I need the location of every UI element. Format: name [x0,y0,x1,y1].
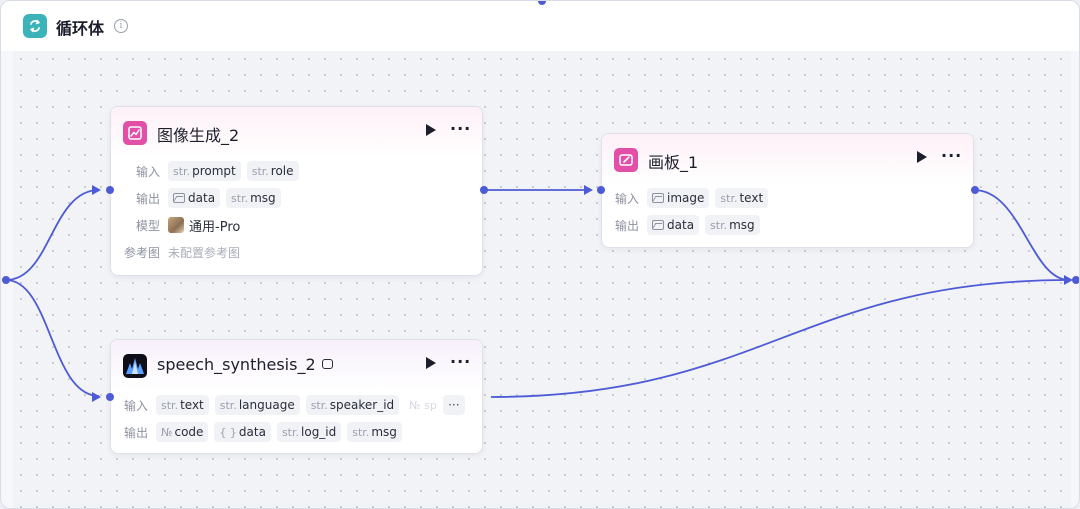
image-gen-input-handle[interactable] [106,186,114,194]
param-chip: str.text [156,395,209,415]
param-chip: str.role [246,161,299,181]
model-row: 模型 通用-Pro [136,215,240,235]
input-row: 输入 str.text str.language str.speaker_id … [124,395,465,415]
param-chip: data [168,188,221,208]
model-name: 通用-Pro [189,219,241,235]
edge-start-to-image-gen[interactable] [5,189,100,281]
more-icon[interactable]: ··· [450,119,472,138]
loop-title: 循环体 [56,19,105,38]
reference-row: 参考图 未配置参考图 [124,242,240,262]
run-icon[interactable] [426,124,436,136]
plugin-bot-icon [321,358,333,369]
reference-label: 参考图 [124,245,161,260]
loop-header: 循环体 i [1,1,1079,51]
canvas-input-handle[interactable] [597,186,605,194]
edge-speech-to-end[interactable] [490,279,1070,398]
param-chip: str.prompt [168,161,241,181]
edge-arrow-image-gen [92,185,101,195]
image-gen-node[interactable]: 图像生成_2 ··· 输入 str.prompt str.role 输出 dat… [110,106,483,276]
param-chip: str.speaker_id [305,395,400,415]
output-row: 输出 data str.msg [615,215,766,235]
speech-node[interactable]: speech_synthesis_2 ··· 输入 str.text str.l… [110,339,483,454]
param-chip: str.msg [347,422,402,442]
image-type-icon [652,220,665,230]
image-gen-output-handle[interactable] [480,186,488,194]
loop-arrows-icon [23,14,47,38]
more-icon[interactable]: ··· [450,352,472,371]
loop-start-handle[interactable] [2,276,10,284]
param-chip: data [647,215,700,235]
output-label: 输出 [124,425,149,440]
param-chip: { }data [214,422,271,442]
canvas-node-header: 画板_1 ··· [602,134,973,184]
node-title: 图像生成_2 [157,126,240,145]
param-chip-truncated: № sp [409,398,437,412]
output-row: 输出 data str.msg [136,188,287,208]
image-gen-node-header: 图像生成_2 ··· [111,107,482,157]
output-label: 输出 [136,191,161,206]
loop-top-handle[interactable] [538,1,546,5]
model-avatar [168,217,185,233]
param-chip: str.msg [705,215,760,235]
node-title: 画板_1 [648,153,699,172]
node-title: speech_synthesis_2 [157,355,333,374]
image-type-icon [652,193,665,203]
param-chip: str.msg [226,188,281,208]
model-label: 模型 [136,218,161,233]
input-label: 输入 [136,164,161,179]
edge-canvas-to-end[interactable] [973,189,1070,281]
edge-start-to-speech[interactable] [5,279,100,397]
param-chip: str.log_id [276,422,342,442]
canvas-output-handle[interactable] [971,186,979,194]
speech-node-header: speech_synthesis_2 ··· [111,340,482,390]
loop-end-handle[interactable] [1072,276,1080,284]
info-icon[interactable]: i [114,19,128,33]
speech-synthesis-icon [123,354,147,378]
more-icon[interactable]: ··· [941,146,963,165]
edge-arrow-end [1064,275,1073,285]
run-icon[interactable] [426,357,436,369]
edge-arrow-canvas [584,185,593,195]
input-row: 输入 image str.text [615,188,774,208]
canvas-board-icon [614,148,638,172]
output-label: 输出 [615,218,640,233]
edge-arrow-speech [92,392,101,402]
input-label: 输入 [615,191,640,206]
image-generate-icon [123,121,147,145]
input-label: 输入 [124,398,149,413]
reference-value: 未配置参考图 [168,245,241,260]
param-chip: str.language [214,395,300,415]
more-params-button[interactable]: ··· [442,395,465,415]
speech-input-handle[interactable] [106,393,114,401]
canvas-node[interactable]: 画板_1 ··· 输入 image str.text 输出 data str.m… [601,133,974,248]
param-chip: image [647,188,710,208]
input-row: 输入 str.prompt str.role [136,161,305,181]
image-type-icon [173,193,186,203]
param-chip: str.text [715,188,769,208]
run-icon[interactable] [917,151,927,163]
